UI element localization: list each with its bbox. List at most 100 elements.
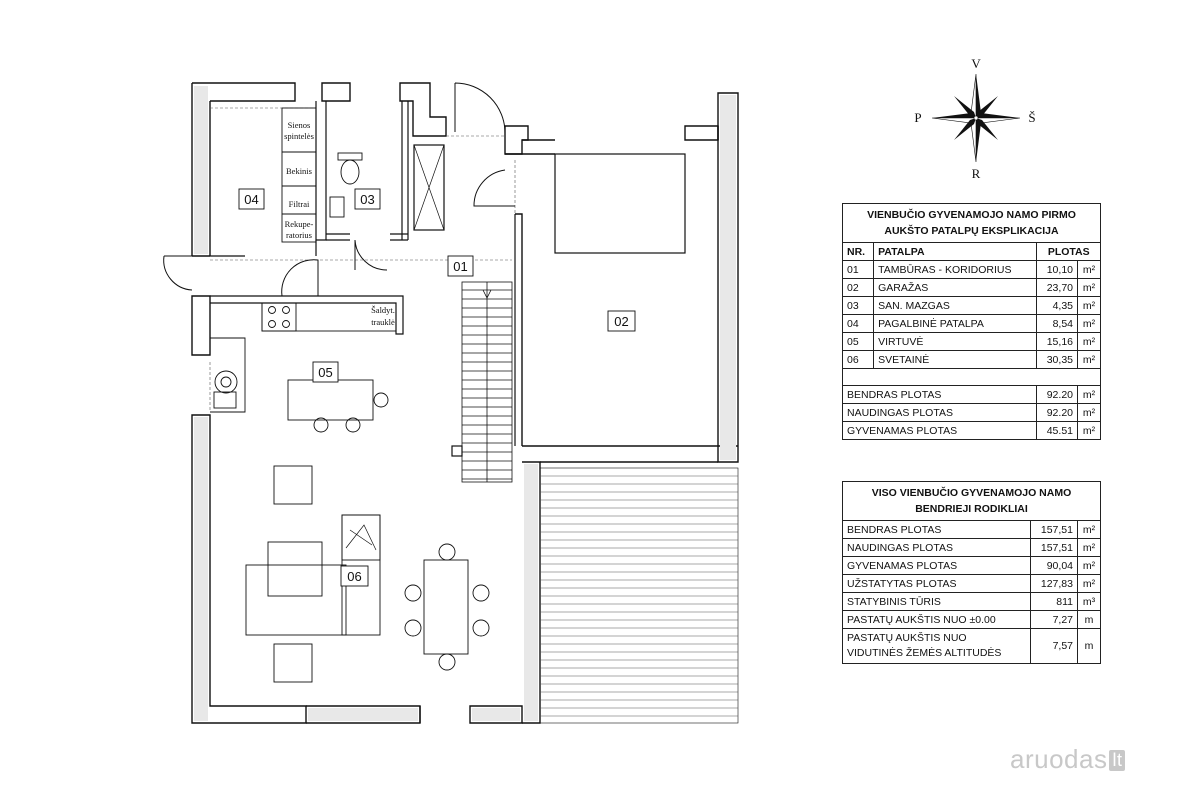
explication-title-line2: AUKŠTO PATALPŲ EKSPLIKACIJA	[884, 225, 1059, 237]
room-area: 30,35	[1036, 350, 1078, 369]
watermark-name: aruodas	[1010, 744, 1108, 774]
explication-header-row: NR. PATALPA PLOTAS	[841, 242, 1101, 261]
summary-name: BENDRAS PLOTAS	[842, 520, 1031, 539]
room-nr: 03	[841, 296, 875, 315]
total-unit: m²	[1077, 385, 1101, 404]
compass-east: Š	[1028, 110, 1035, 125]
label-filtrai: Filtrai	[289, 199, 310, 209]
summary-value: 90,04	[1029, 556, 1079, 575]
room-label-06: 06	[347, 569, 361, 584]
summary-value: 127,83	[1029, 574, 1079, 593]
room-label-01: 01	[453, 259, 467, 274]
room-nr: 01	[841, 260, 875, 279]
summary-name: GYVENAMAS PLOTAS	[842, 556, 1031, 575]
room-unit: m²	[1077, 278, 1101, 297]
summary-last-name-line2: VIDUTINĖS ŽEMĖS ALTITUDĖS	[847, 647, 1002, 659]
room-name: PAGALBINĖ PATALPA	[873, 314, 1038, 333]
summary-unit: m²	[1077, 556, 1101, 575]
garage-door	[554, 153, 686, 254]
summary-last-name-line1: PASTATŲ AUKŠTIS NUO	[847, 632, 967, 644]
room-nr: 05	[841, 332, 875, 351]
room-labels: 04 03 01 02 05 06	[238, 188, 636, 587]
explication-table: VIENBUČIO GYVENAMOJO NAMO PIRMO AUKŠTO P…	[841, 203, 1101, 440]
terrace	[539, 467, 739, 724]
summary-last-value: 7,57	[1029, 628, 1079, 664]
room-area: 4,35	[1036, 296, 1078, 315]
stairs	[461, 281, 513, 483]
summary-name: UŽSTATYTAS PLOTAS	[842, 574, 1031, 593]
total-name: BENDRAS PLOTAS	[841, 385, 1038, 404]
room-name: SVETAINĖ	[873, 350, 1038, 369]
label-spinteles: spintelės	[284, 131, 314, 141]
summary-unit: m²	[1077, 538, 1101, 557]
summary-table: VISO VIENBUČIO GYVENAMOJO NAMO BENDRIEJI…	[842, 481, 1101, 664]
room-area: 8,54	[1036, 314, 1078, 333]
compass-rose: V R P Š	[914, 56, 1035, 181]
total-area: 92.20	[1036, 385, 1078, 404]
room-nr: 04	[841, 314, 875, 333]
summary-unit: m³	[1077, 592, 1101, 611]
explication-title: VIENBUČIO GYVENAMOJO NAMO PIRMO AUKŠTO P…	[842, 203, 1101, 243]
total-area: 92.20	[1036, 403, 1078, 422]
compass-north: V	[971, 56, 981, 71]
total-unit: m²	[1077, 403, 1101, 422]
room-unit: m²	[1077, 260, 1101, 279]
wall-fill	[194, 86, 736, 721]
col-room: PATALPA	[873, 242, 1038, 261]
label-sienos: Sienos	[288, 120, 311, 130]
watermark-tld: lt	[1109, 750, 1126, 771]
total-unit: m²	[1077, 421, 1101, 440]
room-unit: m²	[1077, 350, 1101, 369]
room-name: VIRTUVĖ	[873, 332, 1038, 351]
summary-last-unit: m	[1077, 628, 1101, 664]
col-nr: NR.	[841, 242, 875, 261]
plan-annotations: Sienos spintelės Bekinis Filtrai Rekupe-…	[284, 120, 395, 327]
label-rekuperatorius-2: ratorius	[286, 230, 312, 240]
summary-unit: m²	[1077, 574, 1101, 593]
summary-value: 811	[1029, 592, 1079, 611]
room-area: 15,16	[1036, 332, 1078, 351]
doors	[163, 82, 515, 297]
label-trauktuve: trauklė	[371, 317, 395, 327]
room-nr: 06	[841, 350, 875, 369]
summary-value: 7,27	[1029, 610, 1079, 629]
summary-last-name: PASTATŲ AUKŠTIS NUO VIDUTINĖS ŽEMĖS ALTI…	[842, 628, 1031, 664]
total-name: GYVENAMAS PLOTAS	[841, 421, 1038, 440]
label-bekinis: Bekinis	[286, 166, 312, 176]
room-label-03: 03	[360, 192, 374, 207]
label-saldytuvas: Šaldyt.	[371, 305, 395, 315]
explication-title-line1: VIENBUČIO GYVENAMOJO NAMO PIRMO	[867, 209, 1076, 221]
summary-value: 157,51	[1029, 520, 1079, 539]
room-label-05: 05	[318, 365, 332, 380]
exterior-walls	[191, 82, 739, 724]
compass-south: R	[972, 166, 981, 181]
furniture	[210, 107, 490, 683]
room-area: 10,10	[1036, 260, 1078, 279]
label-rekuperatorius-1: Rekupe-	[285, 219, 314, 229]
summary-unit: m²	[1077, 520, 1101, 539]
room-area: 23,70	[1036, 278, 1078, 297]
room-name: TAMBŪRAS - KORIDORIUS	[873, 260, 1038, 279]
interior-walls	[210, 101, 516, 457]
summary-value: 157,51	[1029, 538, 1079, 557]
room-unit: m²	[1077, 314, 1101, 333]
summary-name: STATYBINIS TŪRIS	[842, 592, 1031, 611]
summary-title-line2: BENDRIEJI RODIKLIAI	[915, 503, 1028, 515]
room-label-04: 04	[244, 192, 258, 207]
room-name: GARAŽAS	[873, 278, 1038, 297]
